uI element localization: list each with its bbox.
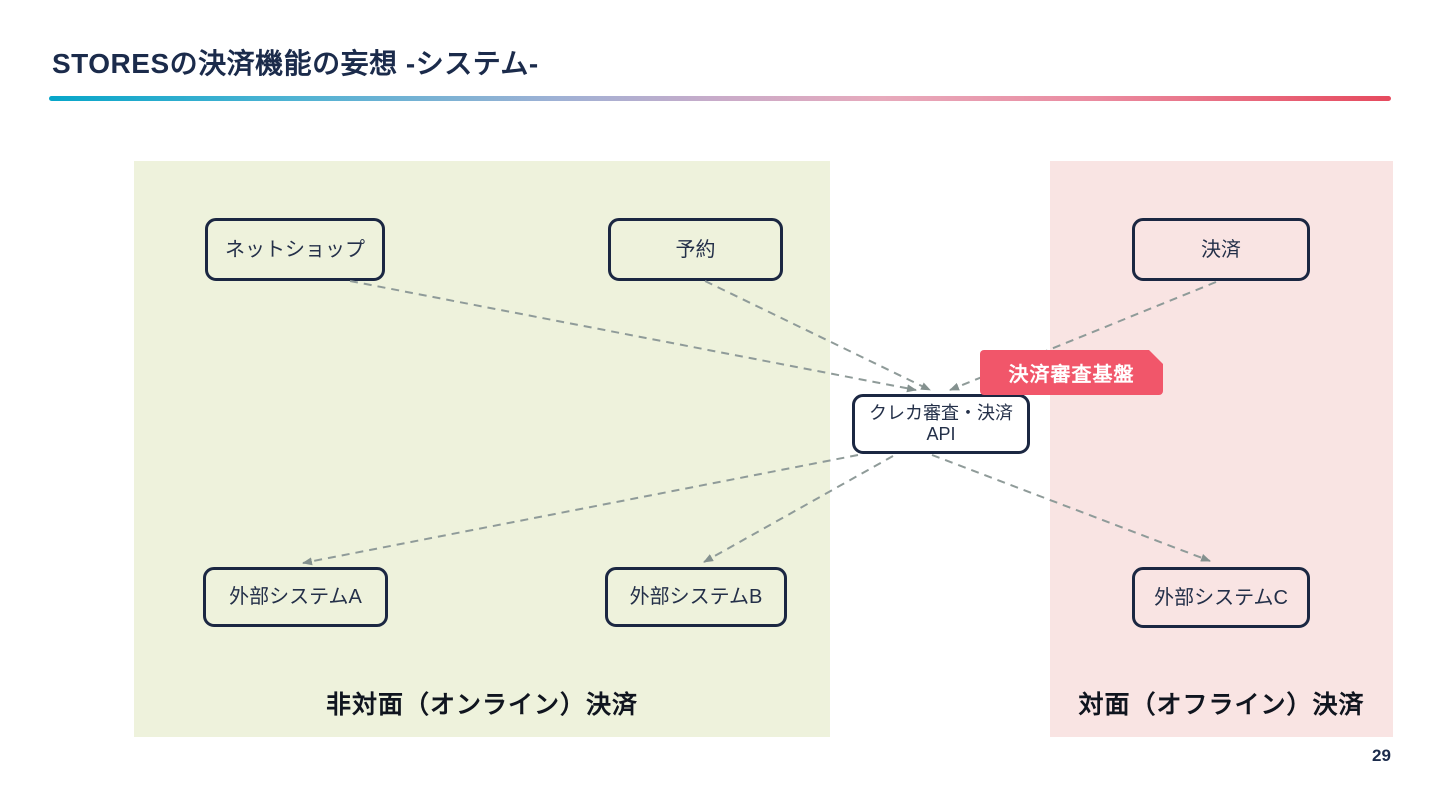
api-node-label-line1: クレカ審査・決済 xyxy=(869,402,1013,423)
node-payment: 決済 xyxy=(1132,218,1310,281)
online-panel-label: 非対面（オンライン）決済 xyxy=(325,691,638,719)
node-reservation: 予約 xyxy=(608,218,783,281)
node-external-system-c: 外部システムC xyxy=(1132,567,1310,628)
node-netshop: ネットショップ xyxy=(205,218,385,281)
online-payment-panel: 非対面（オンライン）決済 xyxy=(134,161,830,737)
page-number: 29 xyxy=(1372,746,1391,765)
payment-screening-badge: 決済審査基盤 xyxy=(980,350,1163,395)
offline-panel-label: 対面（オフライン）決済 xyxy=(1078,691,1365,719)
node-external-system-b: 外部システムB xyxy=(605,567,787,627)
api-node-label-line2: API xyxy=(926,424,956,444)
offline-payment-panel: 対面（オフライン）決済 xyxy=(1050,161,1393,737)
node-credit-screening-api: クレカ審査・決済 API xyxy=(852,394,1030,454)
page-title: STORESの決済機能の妄想 -システム- xyxy=(52,48,539,79)
node-external-system-a: 外部システムA xyxy=(203,567,388,627)
accent-gradient-divider xyxy=(49,96,1391,101)
